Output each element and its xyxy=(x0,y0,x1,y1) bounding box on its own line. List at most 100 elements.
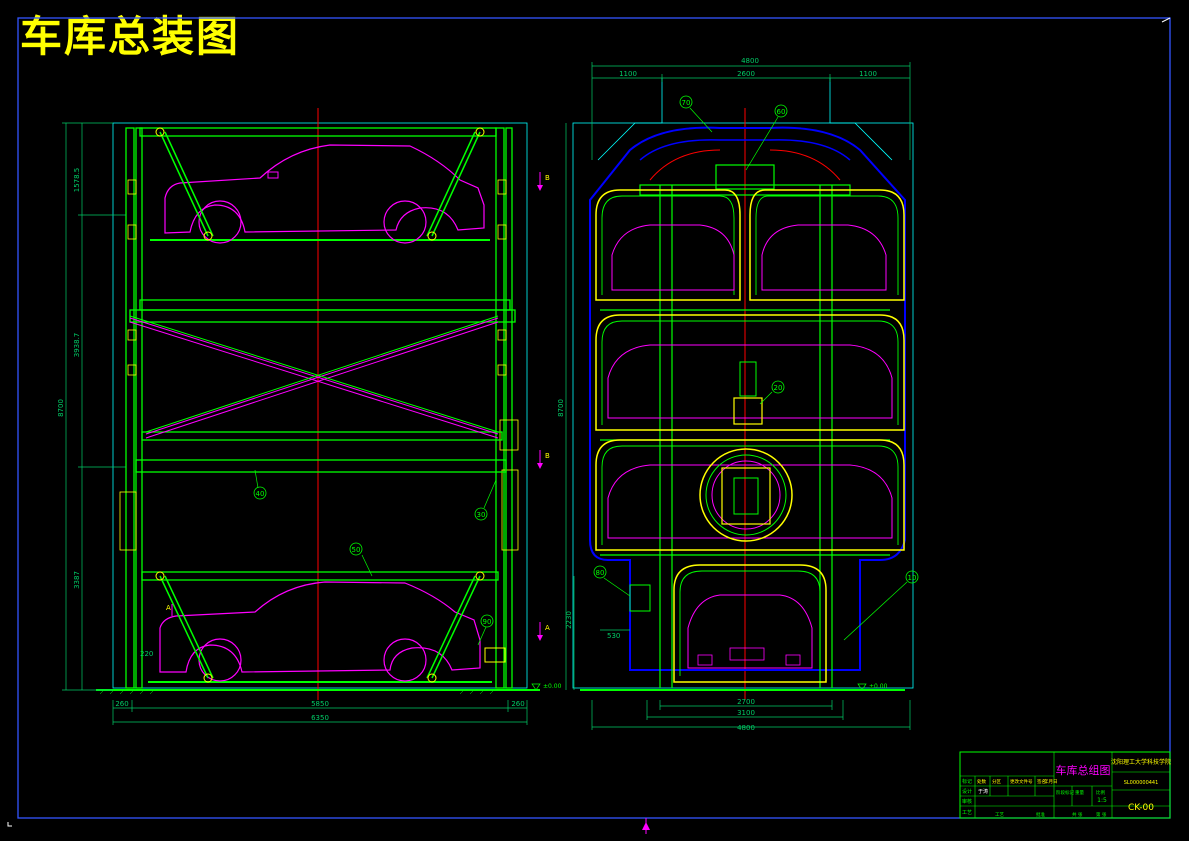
upper-car-wheel-rear xyxy=(383,200,427,244)
title-block-designer: 于涛 xyxy=(978,788,988,795)
section-mark-a2: A xyxy=(166,604,173,616)
right-balloon-80: 80 xyxy=(593,565,631,597)
left-balloon-30: 30 xyxy=(474,479,497,521)
level-mark-right: ±0.00 xyxy=(857,683,888,691)
left-dim-h1: 260 xyxy=(115,700,128,708)
left-column-details xyxy=(119,179,519,551)
right-dim-bottom-1: 2700 xyxy=(737,698,755,706)
upper-pivots xyxy=(155,127,485,241)
svg-text:80: 80 xyxy=(596,569,605,577)
svg-text:60: 60 xyxy=(777,108,786,116)
left-balloon-40: 40 xyxy=(253,469,267,500)
svg-text:50: 50 xyxy=(352,546,361,554)
svg-text:20: 20 xyxy=(774,384,783,392)
title-block-row-4: 工艺 xyxy=(962,810,972,816)
lower-car xyxy=(159,581,481,673)
right-balloon-20: 20 xyxy=(759,380,785,405)
drawing-title: 车库总装图 xyxy=(20,12,241,61)
left-small-dim: 220 xyxy=(140,650,153,658)
title-block-col-4: 签名 xyxy=(1037,778,1046,785)
title-block-bottom-1: 工艺 xyxy=(995,812,1004,818)
upper-hangers xyxy=(159,131,481,237)
right-dim-top-right: 1100 xyxy=(859,70,877,78)
title-block-row-3: 审核 xyxy=(962,798,972,805)
section-mark-b2: B xyxy=(537,450,550,469)
right-dim-small: 530 xyxy=(607,632,620,640)
left-dim-v4: 8700 xyxy=(57,399,65,417)
left-dim-h2: 5850 xyxy=(311,700,329,708)
section-mark-a1: A xyxy=(537,622,550,641)
lower-hangers xyxy=(159,575,481,679)
right-dim-top-total: 4800 xyxy=(741,57,759,65)
lower-pivots xyxy=(155,571,485,683)
right-dim-lines xyxy=(565,62,911,730)
svg-text:±0.00: ±0.00 xyxy=(543,683,562,690)
right-dim-v-total: 8700 xyxy=(557,399,565,417)
svg-text:70: 70 xyxy=(682,99,691,107)
left-balloon-90: 90 xyxy=(477,614,494,646)
upper-car-wheel-front xyxy=(198,200,242,244)
lower-car-wheel-rear xyxy=(383,638,427,682)
left-dim-lines xyxy=(62,122,528,725)
right-balloon-70: 70 xyxy=(679,95,713,133)
svg-text:B: B xyxy=(545,452,550,460)
corner-mark-tr xyxy=(1161,17,1171,23)
title-block-id: SL000000441 xyxy=(1124,780,1159,786)
right-dim-v-lower: 2230 xyxy=(565,611,573,629)
sheet-frame xyxy=(17,17,1171,819)
left-dim-v1: 1578.5 xyxy=(73,168,81,193)
title-block-bottom-2: 批准 xyxy=(1036,811,1045,818)
title-block xyxy=(959,751,1171,819)
title-block-school: 沈阳理工大学科技学院 xyxy=(1111,758,1171,766)
control-box xyxy=(629,584,651,612)
svg-text:10: 10 xyxy=(908,574,917,582)
svg-text:30: 30 xyxy=(477,511,486,519)
cross-bracing-outline xyxy=(129,315,499,433)
right-cars xyxy=(607,224,893,669)
svg-text:90: 90 xyxy=(483,618,492,626)
left-beams xyxy=(129,127,516,581)
title-block-row-2: 设计 xyxy=(962,788,972,795)
chain-loop xyxy=(589,126,906,671)
title-block-mid-2: 重量 xyxy=(1075,789,1084,796)
right-balloon-10: 10 xyxy=(843,570,919,641)
svg-text:40: 40 xyxy=(256,490,265,498)
title-block-col-1: 处数 xyxy=(977,778,986,785)
upper-car-mirror xyxy=(267,171,279,179)
right-dim-bottom-2: 3100 xyxy=(737,709,755,717)
title-block-scale: 1:5 xyxy=(1097,797,1107,804)
motor-block xyxy=(733,397,763,425)
title-block-col-3: 更改文件号 xyxy=(1010,778,1033,785)
right-pallets xyxy=(595,189,905,683)
svg-text:A: A xyxy=(545,624,550,632)
title-block-mid-1: 阶段标记 xyxy=(1056,789,1074,796)
drive-sprocket xyxy=(699,448,793,542)
left-dim-h3: 260 xyxy=(511,700,524,708)
upper-car xyxy=(164,144,485,234)
left-view-border xyxy=(112,122,528,689)
title-block-drawing-no: CK-00 xyxy=(1128,803,1154,813)
ground-hatch xyxy=(99,689,495,695)
right-inner-frames xyxy=(601,195,899,676)
right-view xyxy=(565,62,914,730)
level-mark-left: ±0.00 xyxy=(531,683,562,691)
left-columns xyxy=(125,127,513,689)
title-block-col-5: 年月日 xyxy=(1044,778,1058,785)
left-balloon-50: 50 xyxy=(349,542,373,577)
title-block-col-2: 分区 xyxy=(992,778,1001,785)
left-dim-h4: 6350 xyxy=(311,714,329,722)
right-balloon-60: 60 xyxy=(745,104,788,171)
left-dim-v2: 3938.7 xyxy=(73,333,81,358)
title-block-name: 车库总组图 xyxy=(1056,763,1111,777)
right-dim-bottom-3: 4800 xyxy=(737,724,755,732)
title-block-bottom-4: 第 张 xyxy=(1096,811,1107,818)
title-block-bottom-3: 共 张 xyxy=(1072,811,1083,818)
right-dim-top-left: 1100 xyxy=(619,70,637,78)
svg-text:A: A xyxy=(166,604,171,612)
svg-text:B: B xyxy=(545,174,550,182)
left-view xyxy=(62,108,540,725)
right-dim-top-mid: 2600 xyxy=(737,70,755,78)
drive-motor xyxy=(484,647,506,663)
left-dim-v3: 3387 xyxy=(73,571,81,589)
